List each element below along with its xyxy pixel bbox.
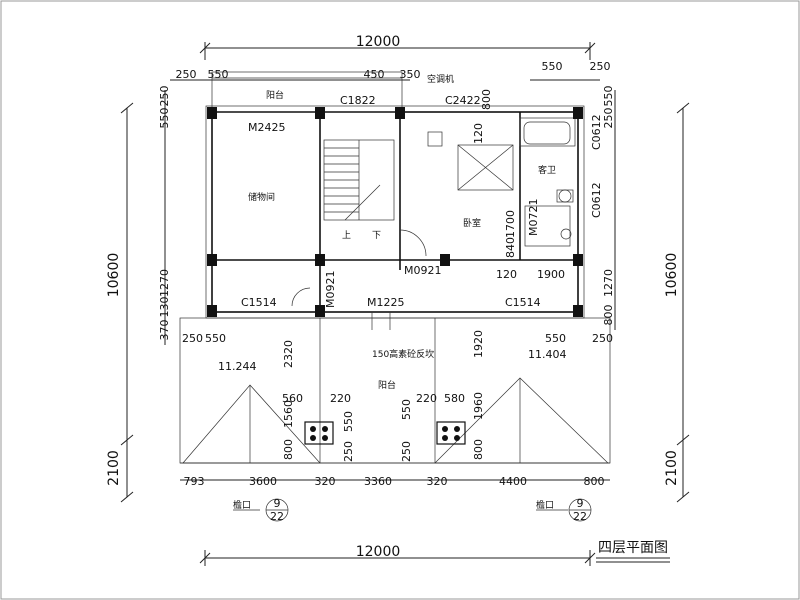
dim-top-total: 12000 [356, 34, 401, 50]
labels: 阳台 储物间 卧室 客卫 空调机 阳台 150高素砼反坎 11.244 11.4… [218, 73, 603, 391]
dim-br-550: 550 [545, 332, 566, 345]
code-m0921a: M0921 [404, 264, 442, 277]
code-c1514b: C1514 [505, 296, 541, 309]
interior-dimensions: 120 800 1700 840 120 1900 250 550 550 25… [182, 89, 613, 462]
dim-b-3360: 3360 [364, 475, 392, 488]
top-dimensions: 12000 250 550 450 350 550 250 [170, 34, 611, 81]
doors [291, 229, 427, 330]
bathroom-fixtures [523, 121, 574, 240]
dim-left-bottom: 2100 [106, 450, 122, 486]
dim-r-800: 800 [602, 305, 615, 326]
dim-l-1270: 1270 [158, 269, 171, 297]
stairs-up-label: 上 [342, 230, 351, 241]
label-balcony-bottom: 阳台 [378, 379, 396, 391]
label-bathroom: 客卫 [538, 164, 556, 176]
dim-top-350: 350 [400, 68, 421, 81]
code-c1822: C1822 [340, 94, 376, 107]
dim-r-1270: 1270 [602, 269, 615, 297]
dim-800a: 800 [282, 439, 295, 460]
dim-m-1900: 1900 [537, 268, 565, 281]
dim-l-250: 250 [158, 86, 171, 107]
code-c1514a: C1514 [241, 296, 277, 309]
dim-550b: 550 [342, 411, 355, 432]
dim-l-550: 550 [158, 108, 171, 129]
stairs-down-label: 下 [372, 231, 381, 241]
dim-top-r250: 250 [590, 60, 611, 73]
dim-2320: 2320 [282, 340, 295, 368]
detail-right-num: 9 [577, 497, 584, 510]
dim-right-bottom: 2100 [664, 450, 680, 486]
detail-left-den: 22 [270, 510, 284, 523]
dim-top-250a: 250 [176, 68, 197, 81]
dim-bl-550: 550 [205, 332, 226, 345]
dim-m-120a: 120 [472, 123, 485, 144]
code-c0612a: C0612 [590, 114, 603, 150]
label-bedroom: 卧室 [463, 217, 481, 229]
label-eave-right: 檐口 [536, 499, 554, 511]
bed [427, 131, 514, 191]
label-storage: 储物间 [248, 191, 275, 203]
detail-right-den: 22 [573, 510, 587, 523]
dim-bottom-total: 12000 [356, 544, 401, 560]
dim-800b: 800 [472, 439, 485, 460]
columns [207, 107, 583, 317]
dim-top-550: 550 [208, 68, 229, 81]
dim-r-250: 250 [602, 108, 615, 129]
dim-b-800: 800 [584, 475, 605, 488]
label-eave-left: 檐口 [233, 499, 251, 511]
dim-m-800: 800 [480, 89, 493, 110]
dim-b-320a: 320 [315, 475, 336, 488]
drawing-title: 四层平面图 [598, 540, 668, 556]
dim-220a: 220 [330, 392, 351, 405]
bottom-dimensions: 793 3600 320 3360 320 4400 800 檐口 9 22 檐… [180, 475, 670, 566]
dim-b-4400: 4400 [499, 475, 527, 488]
lower-balcony [179, 317, 611, 464]
label-elev-left: 11.244 [218, 360, 257, 373]
dim-l-370: 370 [158, 320, 171, 341]
label-ac: 空调机 [427, 73, 454, 85]
code-m1225: M1225 [367, 296, 405, 309]
drains [304, 421, 466, 445]
dim-left-total: 10600 [106, 253, 122, 298]
dim-550: 550 [400, 399, 413, 420]
code-c2422: C2422 [445, 94, 481, 107]
dim-top-r550: 550 [542, 60, 563, 73]
dim-top-450: 450 [364, 68, 385, 81]
label-rail-note: 150高素砼反坎 [372, 348, 434, 360]
dim-b-793: 793 [184, 475, 205, 488]
side-dimensions: 10600 2100 10600 2100 250 550 1270 130 3… [106, 86, 690, 503]
dim-bl-250: 250 [182, 332, 203, 345]
dim-b-3600: 3600 [249, 475, 277, 488]
code-m2425: M2425 [248, 121, 286, 134]
code-m0721: M0721 [527, 199, 540, 237]
dim-br-250: 250 [592, 332, 613, 345]
stairs: 上 下 [323, 139, 395, 241]
code-c0612b: C0612 [590, 182, 603, 218]
detail-left-num: 9 [274, 497, 281, 510]
dim-1920: 1920 [472, 330, 485, 358]
dim-560: 560 [282, 392, 303, 405]
dim-1960: 1960 [472, 392, 485, 420]
label-balcony-top: 阳台 [266, 89, 284, 101]
dim-220b: 220 [416, 392, 437, 405]
dim-250a: 250 [342, 441, 355, 462]
dim-m-120b: 120 [496, 268, 517, 281]
dim-m-840: 840 [504, 237, 517, 258]
dim-250b: 250 [400, 441, 413, 462]
dim-l-130: 130 [158, 297, 171, 318]
dim-1560: 1560 [282, 400, 295, 428]
code-m0921b: M0921 [324, 271, 337, 309]
dim-right-total: 10600 [664, 253, 680, 298]
dim-r-550: 550 [602, 86, 615, 107]
dim-b-320b: 320 [427, 475, 448, 488]
dim-580: 580 [444, 392, 465, 405]
dim-m-1700: 1700 [504, 210, 517, 238]
label-elev-right: 11.404 [528, 348, 567, 361]
